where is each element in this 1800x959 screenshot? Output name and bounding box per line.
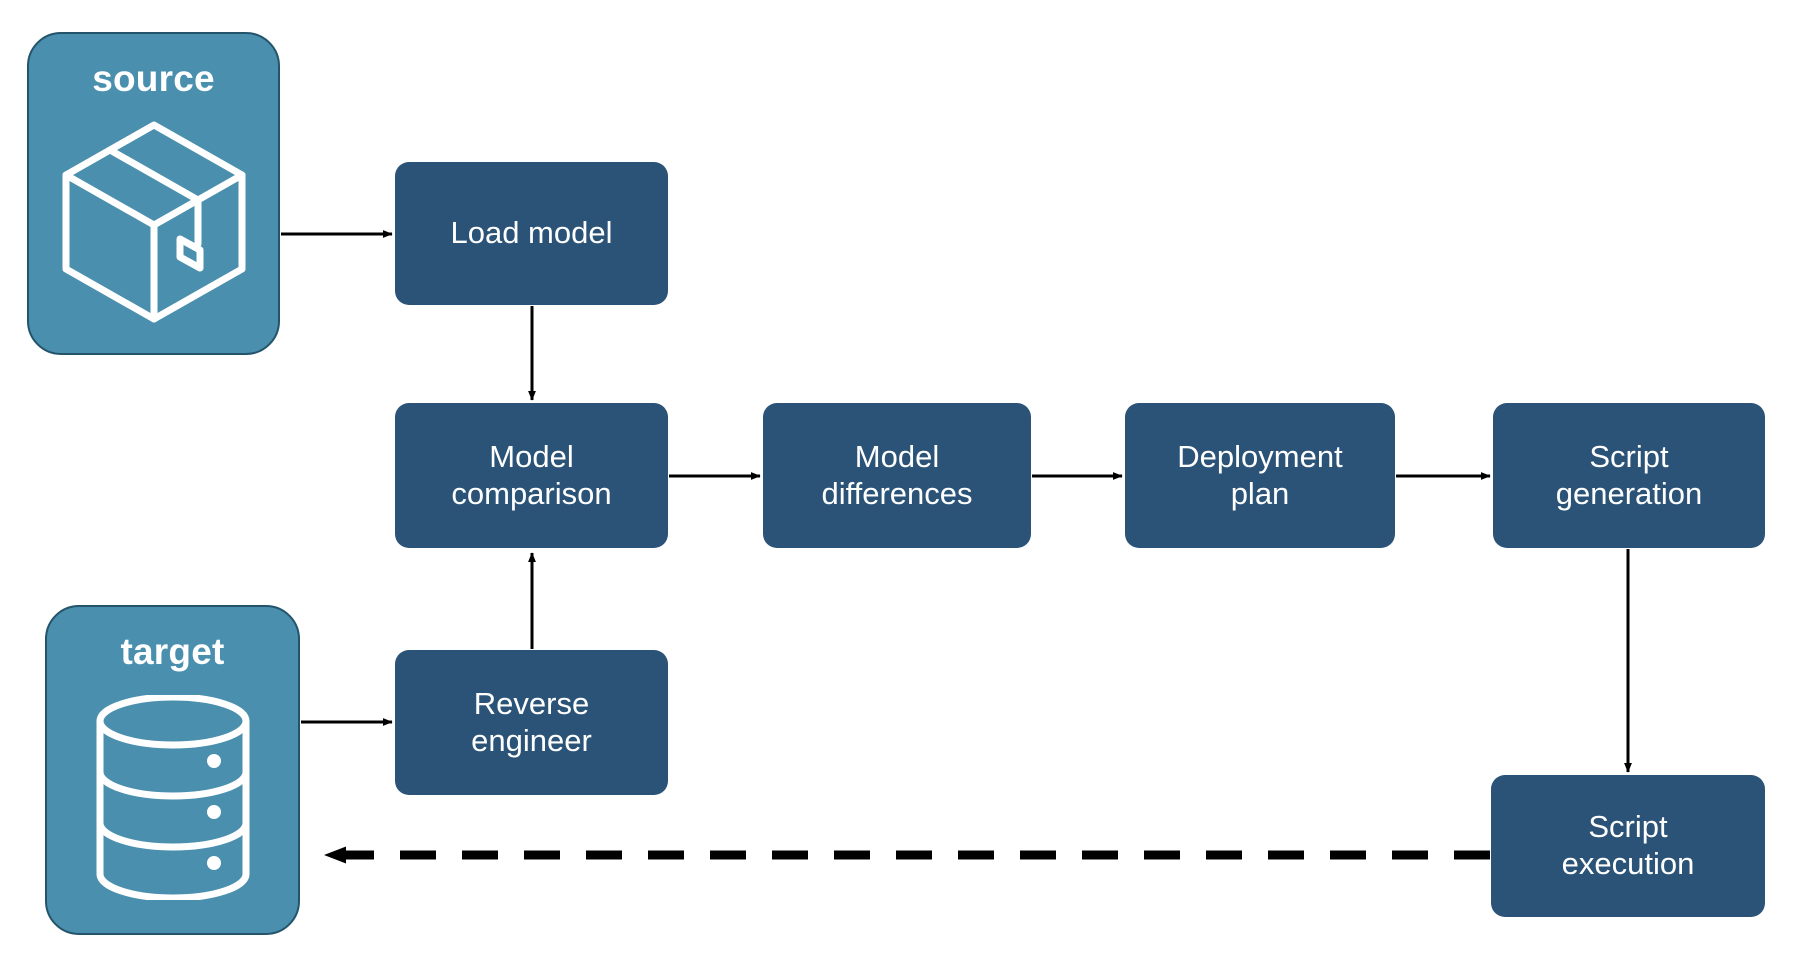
process-model-differences-label: Model differences [821,438,973,511]
package-box-icon [29,97,278,353]
process-load-model-label: Load model [450,215,613,251]
endpoint-source[interactable]: source [27,32,280,355]
endpoint-target-label: target [120,631,225,672]
process-reverse-engineer[interactable]: Reverse engineer [395,650,668,795]
process-script-generation[interactable]: Script generation [1493,403,1765,548]
process-deployment-plan-label: Deployment plan [1177,438,1343,511]
process-model-comparison[interactable]: Model comparison [395,403,668,548]
process-deployment-plan[interactable]: Deployment plan [1125,403,1395,548]
process-script-generation-label: Script generation [1555,438,1703,511]
endpoint-source-label: source [92,58,215,99]
process-model-comparison-label: Model comparison [451,438,612,511]
process-script-execution-label: Script execution [1561,809,1695,881]
endpoint-target[interactable]: target [45,605,300,935]
database-cylinder-icon [47,670,298,933]
process-reverse-engineer-label: Reverse engineer [471,685,592,758]
process-script-execution[interactable]: Script execution [1491,775,1765,917]
process-model-differences[interactable]: Model differences [763,403,1031,548]
process-load-model[interactable]: Load model [395,162,668,305]
